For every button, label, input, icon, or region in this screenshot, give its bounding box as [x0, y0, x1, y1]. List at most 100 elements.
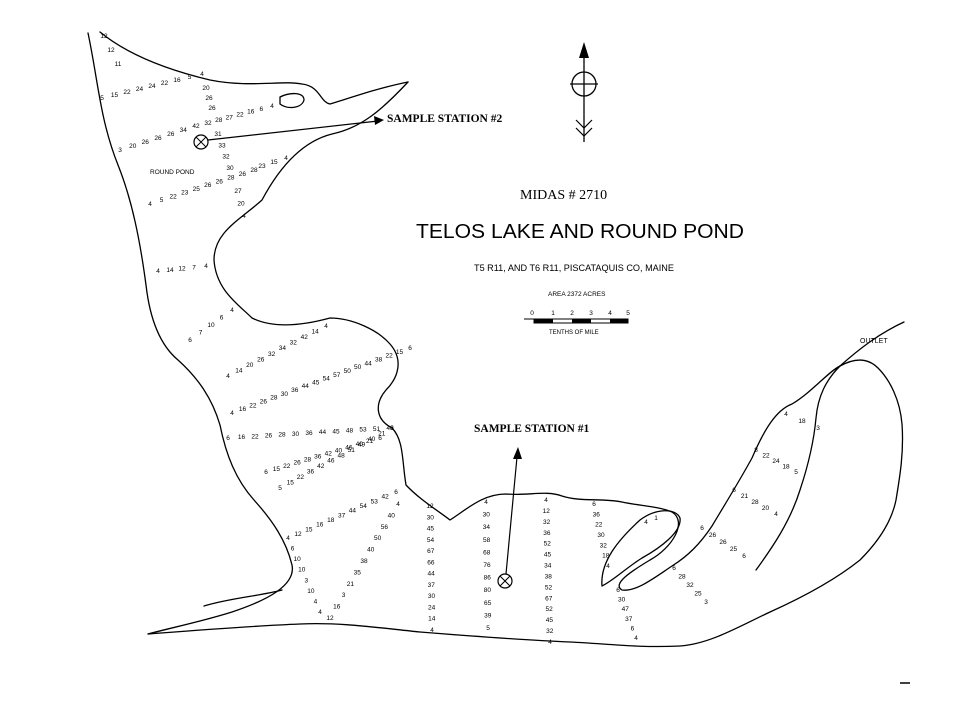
depth-sounding: 22 [169, 193, 177, 200]
depth-sounding: 34 [544, 563, 552, 570]
round-pond-label: ROUND POND [150, 169, 195, 176]
scale-caption: TENTHS OF MILE [549, 330, 599, 336]
scale-tick: 2 [570, 310, 574, 317]
depth-sounding: 45 [312, 379, 320, 386]
depth-sounding: 6 [732, 487, 736, 494]
depth-sounding: 10 [307, 588, 315, 595]
depth-sounding: 23 [258, 163, 266, 170]
depth-sounding: 10 [207, 322, 215, 329]
depth-sounding: 4 [314, 598, 318, 605]
depth-sounding: 4 [200, 71, 204, 78]
depth-sounding: 30 [292, 431, 300, 438]
depth-sounding: 53 [359, 427, 367, 434]
depth-sounding: 50 [354, 364, 362, 371]
depth-sounding: 51 [373, 426, 381, 433]
depth-sounding: 6 [631, 625, 635, 632]
depth-sounding: 22 [297, 474, 305, 481]
depth-sounding: 4 [774, 511, 778, 518]
depth-sounding: 12 [426, 503, 434, 510]
depth-sounding: 21 [741, 493, 749, 500]
depth-sounding: 5 [278, 485, 282, 492]
depth-sounding: 54 [360, 503, 368, 510]
depth-sounding: 40 [356, 441, 364, 448]
depth-sounding: 6 [742, 553, 746, 560]
depth-sounding: 18 [327, 517, 335, 524]
depth-sounding: 37 [338, 512, 346, 519]
midas-label: MIDAS # 2710 [520, 188, 607, 203]
depth-sounding: 21 [347, 581, 355, 588]
depth-sounding: 4 [230, 307, 234, 314]
depth-sounding: 11 [115, 61, 122, 68]
depth-sounding: 45 [427, 526, 435, 533]
depth-sounding: 26 [204, 182, 212, 189]
depth-sounding: 30 [483, 512, 491, 519]
depth-sounding: 7 [192, 264, 196, 271]
depth-sounding: 22 [762, 453, 770, 460]
depth-sounding: 30 [226, 165, 234, 172]
depth-sounding: 34 [483, 524, 491, 531]
depth-sounding: 16 [316, 522, 324, 529]
depth-sounding: 42 [317, 463, 325, 470]
depth-sounding: 26 [260, 399, 268, 406]
depth-sounding: 5 [160, 197, 164, 204]
depth-sounding: 80 [484, 587, 492, 594]
depth-sounding: 52 [545, 606, 553, 613]
depth-sounding: 36 [314, 454, 322, 461]
depth-sounding: 8 [754, 447, 758, 454]
depth-sounding: 53 [371, 498, 379, 505]
map-subtitle: T5 R11, AND T6 R11, PISCATAQUIS CO, MAIN… [474, 263, 674, 274]
depth-sounding: 48 [386, 425, 394, 432]
depth-sounding: 22 [385, 353, 393, 360]
depth-sounding: 44 [319, 429, 327, 436]
depth-sounding: 46 [345, 444, 353, 451]
depth-sounding: 15 [396, 349, 404, 356]
north-arrow-icon [570, 42, 598, 142]
depth-sounding: 4 [548, 639, 552, 646]
scale-tick: 4 [608, 310, 612, 317]
depth-sounding: 46 [327, 458, 335, 465]
depth-sounding: 3 [342, 592, 346, 599]
depth-sounding: 48 [337, 452, 345, 459]
depth-sounding: 15 [270, 159, 278, 166]
depth-sounding: 56 [381, 524, 389, 531]
depth-sounding: 26 [709, 532, 717, 539]
depth-sounding: 20 [237, 201, 245, 208]
depth-sounding: 42 [301, 334, 309, 341]
depth-sounding: 4 [270, 103, 274, 110]
depth-sounding: 28 [270, 395, 278, 402]
depth-sounding: 67 [427, 548, 435, 555]
depth-sounding: 6 [378, 435, 382, 442]
depth-sounding: 6 [390, 425, 394, 432]
depth-sounding: 3 [704, 599, 708, 606]
depth-sounding: 37 [625, 616, 633, 623]
depth-sounding: 15 [111, 92, 119, 99]
depth-sounding: 6 [394, 489, 398, 496]
scale-tick: 5 [626, 310, 630, 317]
depth-sounding: 37 [428, 582, 436, 589]
depth-sounding: 23 [181, 190, 189, 197]
depth-sounding: 50 [344, 368, 352, 375]
depth-sounding: 30 [427, 514, 435, 521]
depth-sounding: 34 [180, 127, 188, 134]
depth-sounding: 66 [427, 559, 435, 566]
depth-sounding: 26 [208, 105, 216, 112]
depth-sounding: 4 [286, 535, 290, 542]
depth-sounding: 26 [719, 539, 727, 546]
depth-sounding: 35 [354, 569, 362, 576]
depth-sounding: 26 [293, 460, 301, 467]
depth-sounding: 6 [291, 546, 295, 553]
depth-sounding: 32 [546, 628, 554, 635]
depth-sounding: 52 [545, 584, 553, 591]
depth-sounding: 76 [483, 562, 491, 569]
depth-sounding: 22 [161, 80, 169, 87]
depth-sounding: 40 [335, 447, 343, 454]
depth-sounding: 38 [545, 574, 553, 581]
depth-sounding: 14 [311, 329, 319, 336]
depth-sounding: 5 [486, 625, 490, 632]
depth-sounding: 4 [226, 373, 230, 380]
depth-sounding: 6 [700, 525, 704, 532]
depth-sounding: 22 [283, 463, 291, 470]
depth-sounding: 4 [324, 323, 328, 330]
depth-sounding: 6 [264, 469, 268, 476]
